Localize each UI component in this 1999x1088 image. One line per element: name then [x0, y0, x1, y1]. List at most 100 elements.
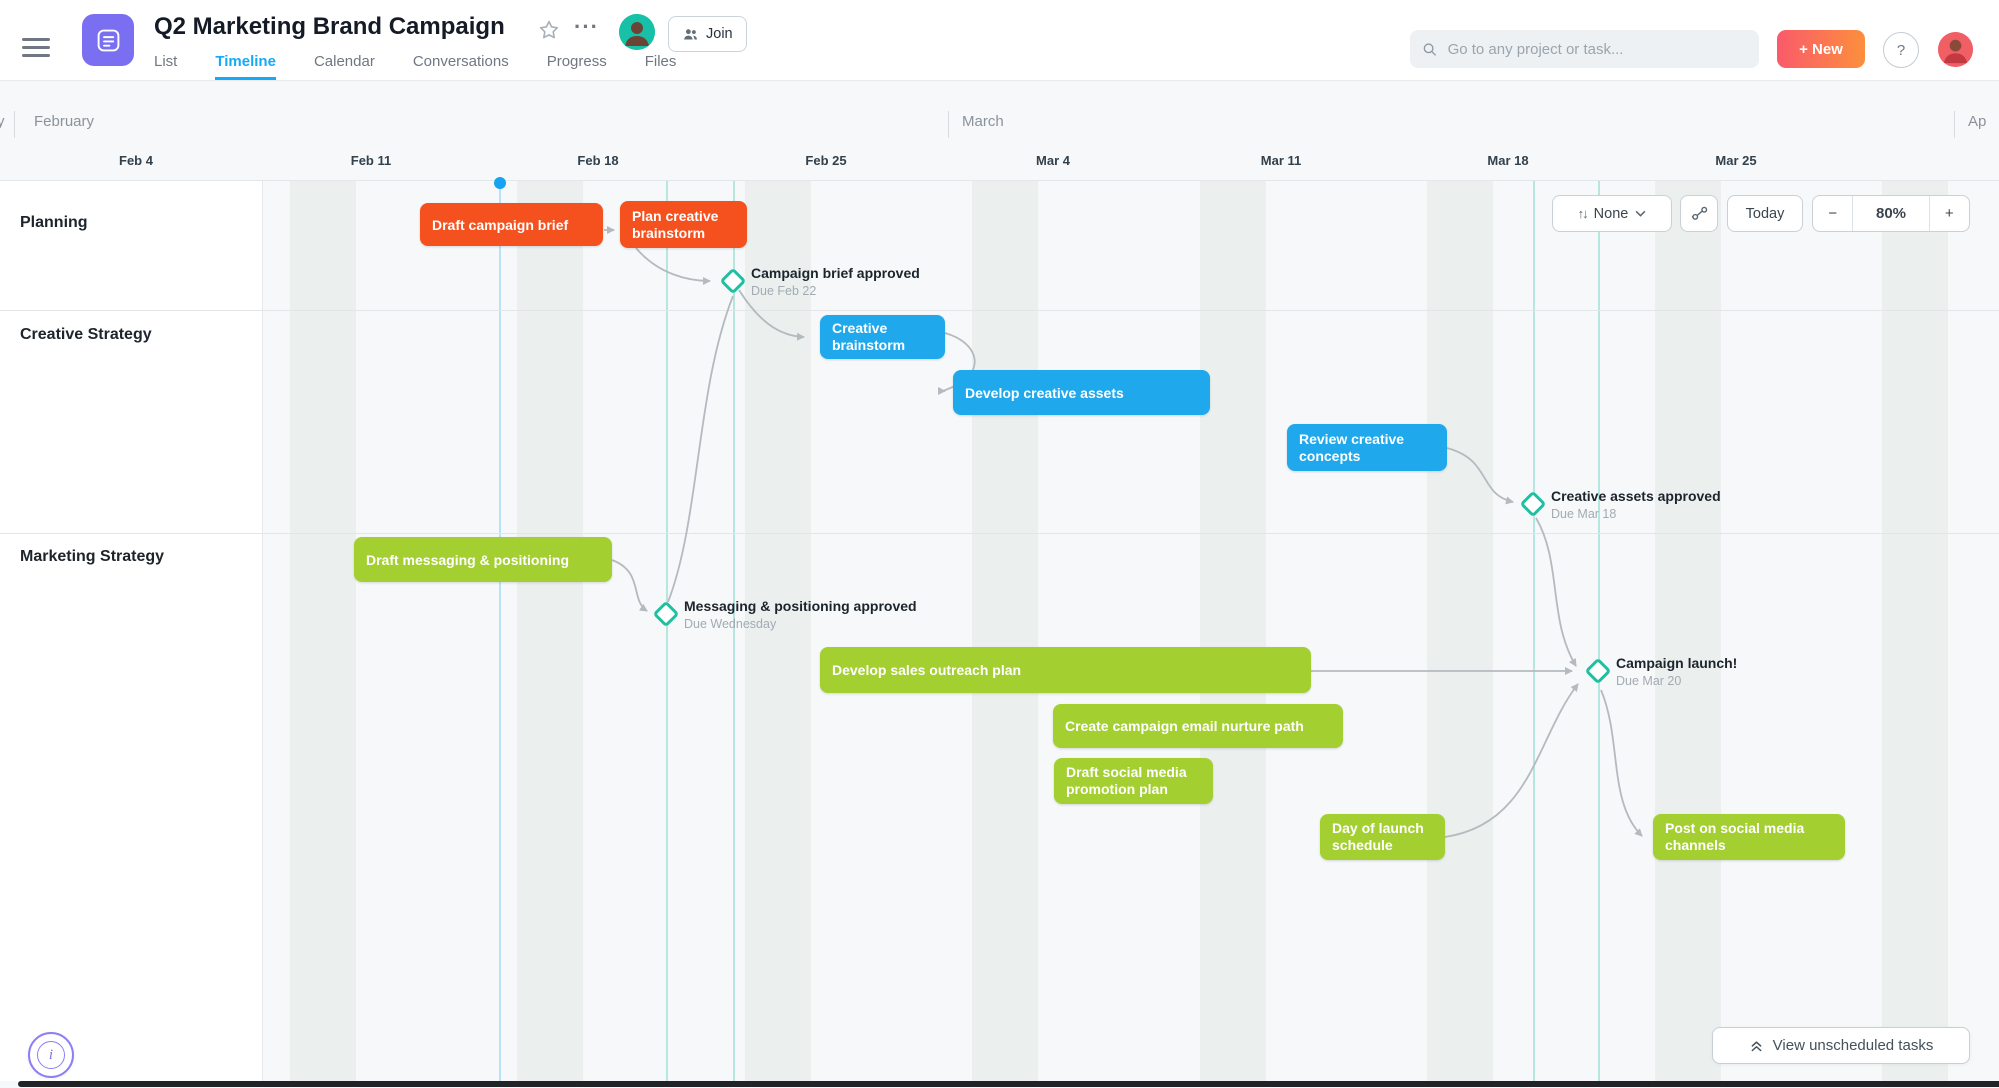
task-bar[interactable]: Develop sales outreach plan — [820, 647, 1311, 693]
week-label: Feb 11 — [350, 153, 392, 168]
tab-calendar[interactable]: Calendar — [313, 53, 375, 70]
milestone-diamond[interactable] — [1584, 657, 1612, 685]
sort-arrows-icon: ↑↓ — [1577, 206, 1589, 221]
join-label: Join — [706, 26, 733, 42]
view-unscheduled-label: View unscheduled tasks — [1772, 1037, 1934, 1054]
task-bar[interactable]: Develop creative assets — [953, 370, 1210, 415]
timeline-options-button[interactable] — [1680, 195, 1718, 232]
task-bar[interactable]: Day of launch schedule — [1320, 814, 1445, 860]
dependency-line — [635, 247, 711, 285]
milestone-due-date: Due Mar 18 — [1551, 507, 1617, 521]
new-button[interactable]: + New — [1777, 30, 1865, 68]
view-tabs: List Timeline Calendar Conversations Progres… — [154, 53, 676, 80]
month-divider — [1954, 111, 1955, 138]
more-options-icon[interactable]: ··· — [574, 14, 599, 39]
horizontal-scrollbar[interactable] — [18, 1081, 1999, 1087]
section-label-marketing-strategy: Marketing Strategy — [20, 548, 165, 565]
milestone-title: Messaging & positioning approved — [684, 598, 917, 614]
user-avatar[interactable] — [1938, 32, 1973, 67]
info-button[interactable]: i — [28, 1032, 74, 1078]
section-divider — [0, 310, 1999, 311]
today-button[interactable]: Today — [1727, 195, 1803, 232]
section-label-creative-strategy: Creative Strategy — [20, 326, 152, 343]
project-icon — [82, 14, 134, 66]
section-sidebar — [0, 181, 263, 1081]
list-glyph-icon — [97, 29, 119, 51]
milestone-diamond[interactable] — [652, 600, 680, 628]
month-divider — [14, 111, 15, 138]
task-bar[interactable]: Draft messaging & positioning — [354, 537, 612, 582]
double-chevron-up-icon — [1751, 1041, 1762, 1052]
sort-value: None — [1593, 205, 1629, 222]
milestone-title: Campaign brief approved — [751, 265, 920, 281]
zoom-control: − 80% + — [1812, 195, 1970, 232]
task-bar[interactable]: Draft campaign brief — [420, 203, 603, 246]
week-label: Mar 11 — [1260, 153, 1302, 168]
zoom-out-button[interactable]: − — [1813, 196, 1854, 231]
weekend-band — [745, 181, 811, 1081]
section-divider — [0, 533, 1999, 534]
sliders-icon — [1691, 206, 1707, 220]
weekend-band — [1655, 181, 1721, 1081]
grid-top-border — [0, 180, 1999, 181]
milestone-guide-line — [1533, 181, 1535, 1081]
task-bar[interactable]: Draft social media promotion plan — [1054, 758, 1213, 804]
dependency-line — [1600, 689, 1643, 837]
chevron-down-icon — [1635, 210, 1646, 217]
month-label: February — [34, 113, 95, 130]
month-label: Ap — [1968, 113, 1987, 130]
people-icon — [684, 28, 697, 39]
view-unscheduled-tasks-button[interactable]: View unscheduled tasks — [1712, 1027, 1970, 1064]
week-label: Feb 4 — [119, 153, 153, 168]
milestone-due-date: Due Wednesday — [684, 617, 777, 631]
task-bar[interactable]: Review creative concepts — [1287, 424, 1447, 471]
search-input[interactable] — [1445, 39, 1747, 59]
milestone-title: Creative assets approved — [1551, 488, 1721, 504]
weekend-band — [290, 181, 356, 1081]
dependency-line — [667, 295, 734, 603]
milestone-diamond[interactable] — [719, 267, 747, 295]
today-marker-dot — [494, 177, 506, 189]
milestone-due-date: Due Mar 20 — [1616, 674, 1682, 688]
milestone-title: Campaign launch! — [1616, 655, 1738, 671]
weekend-band — [1200, 181, 1266, 1081]
top-bar: Q2 Marketing Brand Campaign ··· Join Lis… — [0, 0, 1999, 81]
tab-timeline[interactable]: Timeline — [215, 53, 276, 80]
section-label-planning: Planning — [20, 214, 88, 231]
page-title: Q2 Marketing Brand Campaign — [154, 13, 505, 40]
week-label: Feb 18 — [577, 153, 619, 168]
join-button[interactable]: Join — [668, 16, 747, 52]
tab-list[interactable]: List — [154, 53, 178, 70]
month-divider — [948, 111, 949, 138]
milestone-guide-line — [666, 181, 668, 1081]
dependency-line — [611, 559, 648, 612]
weekend-band — [1427, 181, 1493, 1081]
task-bar[interactable]: Creative brainstorm — [820, 315, 945, 359]
weekend-band — [517, 181, 583, 1081]
task-bar[interactable]: Post on social media channels — [1653, 814, 1845, 860]
month-label: March — [962, 113, 1004, 130]
global-search[interactable] — [1410, 30, 1759, 68]
tab-progress[interactable]: Progress — [546, 53, 607, 70]
task-bar[interactable]: Create campaign email nurture path — [1053, 704, 1343, 748]
sort-dropdown[interactable]: ↑↓ None — [1552, 195, 1672, 232]
zoom-in-button[interactable]: + — [1928, 196, 1969, 231]
help-button[interactable]: ? — [1883, 32, 1919, 68]
milestone-guide-line — [1598, 181, 1600, 1081]
tab-files[interactable]: Files — [644, 53, 677, 70]
hamburger-menu-icon[interactable] — [22, 38, 50, 58]
weekend-band — [1882, 181, 1948, 1081]
star-favorite-icon[interactable] — [537, 18, 563, 44]
search-icon — [1423, 42, 1437, 56]
member-avatar[interactable] — [619, 14, 655, 50]
dependency-line — [1535, 517, 1577, 667]
zoom-level[interactable]: 80% — [1875, 205, 1907, 222]
month-label: y — [0, 113, 5, 130]
tab-conversations[interactable]: Conversations — [412, 53, 509, 70]
task-bar[interactable]: Plan creative brainstorm — [620, 201, 747, 248]
milestone-diamond[interactable] — [1519, 490, 1547, 518]
info-icon: i — [37, 1041, 65, 1069]
week-label: Mar 18 — [1487, 153, 1529, 168]
week-label: Mar 4 — [1036, 153, 1070, 168]
